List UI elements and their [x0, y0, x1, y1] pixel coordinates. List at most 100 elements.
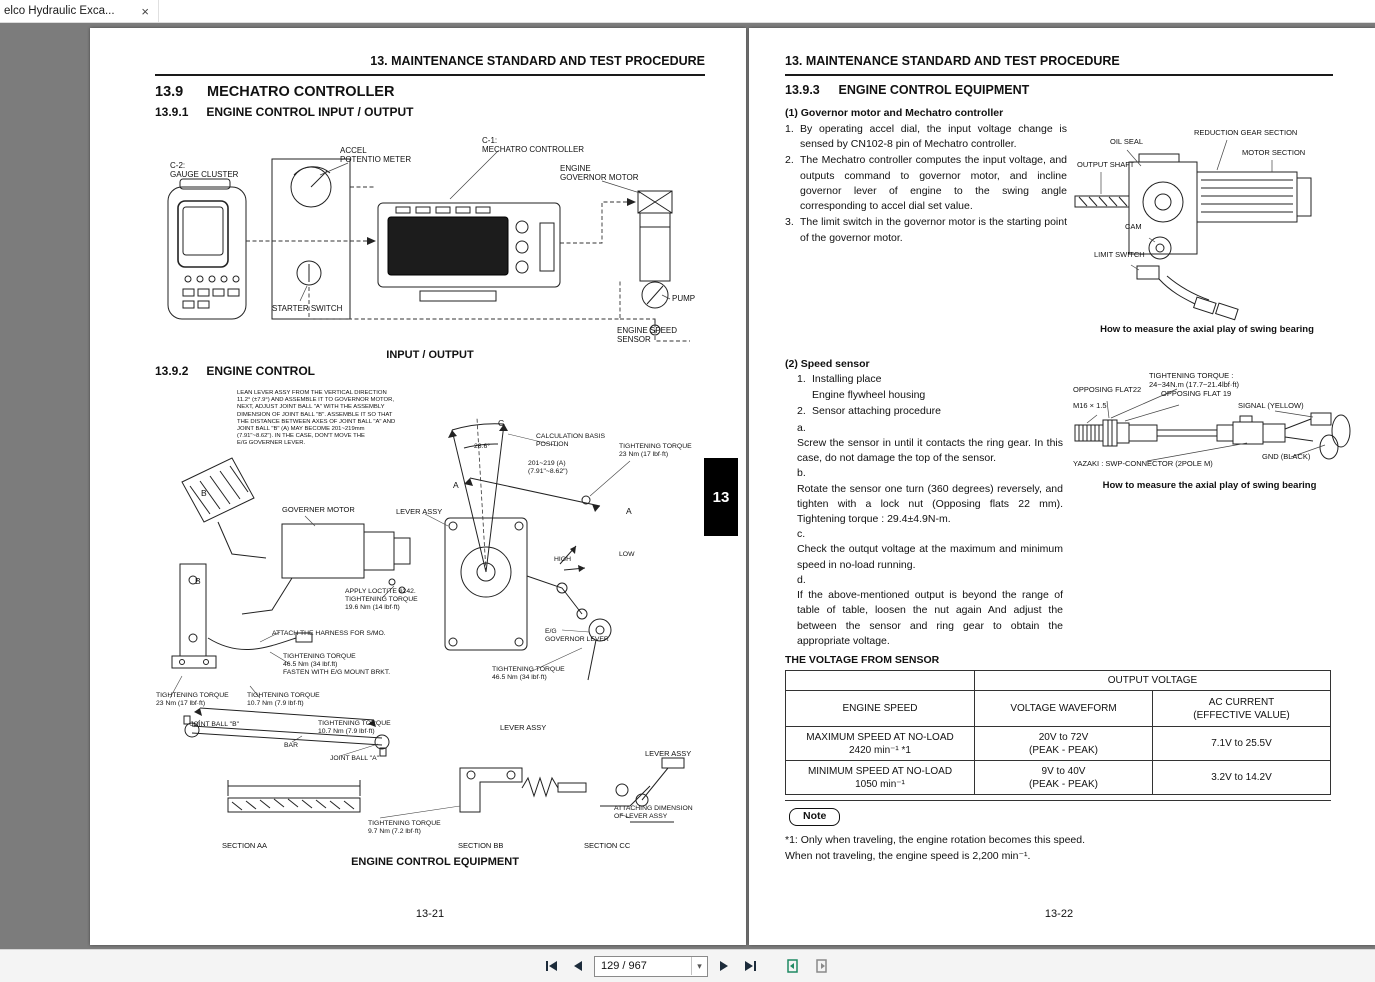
step-letter: d.	[797, 573, 806, 586]
view-forward-button[interactable]	[811, 956, 833, 976]
note-badge-wrap: Note	[789, 806, 841, 826]
label-motor-section: MOTOR SECTION	[1242, 148, 1306, 157]
label-assembly-note: LEAN LEVER ASSY FROM THE VERTICAL DIRECT…	[237, 390, 396, 447]
page-header: 13. MAINTENANCE STANDARD AND TEST PROCED…	[370, 54, 705, 68]
section-number: 13.9.3	[785, 83, 820, 97]
prev-page-button[interactable]	[569, 958, 587, 974]
engine-control-diagram	[169, 417, 685, 823]
note-rule	[785, 800, 1331, 801]
step-text: Check the outqut voltage at the maximum …	[797, 543, 1063, 571]
subsection-2-list: 1. Installing place Engine flywheel hous…	[797, 372, 1063, 649]
label-torque-23-left: TIGHTENING TORQUE 23 Nm (17 lbf·ft)	[156, 692, 229, 708]
table-header-voltage-waveform: VOLTAGE WAVEFORM	[974, 690, 1153, 727]
label-high: HIGH	[554, 556, 571, 563]
prev-page-icon	[574, 961, 582, 971]
first-page-icon	[546, 961, 557, 971]
label-yazaki-connector: YAZAKI : SWP-CONNECTOR (2POLE M)	[1073, 459, 1213, 468]
label-output-shaft: OUTPUT SHAFT	[1077, 160, 1135, 169]
list-item: 2. Sensor attaching procedure	[797, 404, 1063, 419]
first-page-button[interactable]	[542, 958, 562, 974]
tab-title: elco Hydraulic Exca...	[4, 5, 115, 17]
section-title: ENGINE CONTROL	[206, 364, 316, 378]
label-section-aa: SECTION AA	[222, 841, 268, 850]
label-sensor-torque: TIGHTENING TORQUE : 24~34N.m (17.7~21.4l…	[1149, 371, 1240, 389]
label-gauge-cluster: C-2: GAUGE CLUSTER	[170, 161, 239, 180]
label-attaching-dimension: ATTACHING DIMENSION OF LEVER ASSY	[614, 805, 693, 821]
label-calculation-basis: CALCULATION BASIS POSITION	[536, 433, 605, 449]
label-limit-switch: LIMIT SWITCH	[1094, 250, 1145, 259]
label-starter-switch: STARTER SWITCH	[272, 304, 343, 313]
label-engine-speed-sensor: ENGINE SPEED SENSOR	[617, 326, 678, 345]
section-heading-13-9-3: 13.9.3 ENGINE CONTROL EQUIPMENT	[785, 83, 1029, 97]
table-header-ac-current: AC CURRENT (EFFECTIVE VALUE)	[1152, 690, 1331, 727]
item-number: 1.	[797, 373, 806, 385]
label-bar: BAR	[284, 742, 298, 749]
speed-sensor-diagram	[1074, 388, 1351, 462]
item-number: 3.	[785, 216, 794, 229]
label-engine-governor-motor: ENGINE GOVERNOR MOTOR	[560, 164, 639, 183]
view-back-button[interactable]	[782, 956, 804, 976]
browser-tab-bar: elco Hydraulic Exca... ×	[0, 0, 1375, 23]
label-joint-ball-a: JOINT BALL "A"	[330, 755, 380, 762]
next-page-button[interactable]	[715, 958, 733, 974]
label-mechatro-controller: C-1: MECHATRO CONTROLLER	[482, 136, 585, 155]
label-opposing-flat19: OPPOSING FLAT 19	[1161, 389, 1232, 398]
voltage-table: OUTPUT VOLTAGE ENGINE SPEED VOLTAGE WAVE…	[785, 670, 1331, 795]
label-m16: M16 × 1.5	[1073, 401, 1107, 410]
step-letter: c.	[797, 528, 806, 541]
label-torque-465-left: TIGHTENING TORQUE 46.5 Nm (34 lbf.ft) FA…	[283, 653, 391, 677]
view-back-icon	[787, 959, 798, 973]
label-low: LOW	[619, 551, 635, 558]
item-text: The Mechatro controller computes the inp…	[800, 154, 1067, 213]
header-rule	[785, 74, 1333, 76]
label-reduction-gear: REDUCTION GEAR SECTION	[1194, 128, 1298, 137]
section-title: ENGINE CONTROL INPUT / OUTPUT	[206, 105, 414, 119]
item-number	[797, 388, 812, 403]
governor-motor-diagram	[1074, 139, 1312, 321]
label-pump: PUMP	[672, 294, 696, 303]
section-heading-13-9-1: 13.9.1 ENGINE CONTROL INPUT / OUTPUT	[155, 105, 413, 119]
table-cell-empty	[785, 670, 975, 691]
header-rule	[155, 74, 705, 76]
list-item: 1. Installing place	[797, 372, 1063, 387]
item-number: 2.	[797, 405, 806, 418]
marker-a2: A	[626, 506, 632, 516]
item-text: Engine flywheel housing	[812, 389, 926, 402]
page-number-right: 13-22	[1044, 908, 1074, 920]
step-text: Rotate the sensor one turn (360 degrees)…	[797, 482, 1063, 525]
governor-diagram-caption: How to measure the axial play of swing b…	[1100, 324, 1314, 335]
step-text: Screw the sensor in until it contacts th…	[797, 436, 1063, 465]
marker-b2: B	[195, 576, 201, 586]
label-angle: 28.6°	[474, 443, 490, 450]
table-header-engine-speed: ENGINE SPEED	[785, 690, 975, 727]
section-number: 13.9	[155, 84, 184, 100]
page-dropdown-caret[interactable]: ▾	[691, 957, 707, 975]
table-cell-max-waveform: 20V to 72V (PEAK - PEAK)	[974, 726, 1153, 761]
last-page-icon	[745, 961, 756, 971]
browser-tab[interactable]: elco Hydraulic Exca... ×	[0, 0, 159, 22]
marker-c: C	[498, 418, 505, 428]
label-section-cc: SECTION CC	[584, 841, 631, 850]
label-lever-assy-right: LEVER ASSY	[645, 749, 692, 758]
tab-close-icon[interactable]: ×	[141, 3, 149, 19]
procedure-step: c. Check the outqut voltage at the maxim…	[797, 527, 1063, 573]
input-output-diagram	[167, 150, 690, 342]
footnote-1: *1: Only when traveling, the engine rota…	[785, 834, 1086, 846]
label-lever-assy-mid: LEVER ASSY	[500, 723, 547, 732]
label-governor-motor: GOVERNER MOTOR	[282, 505, 355, 514]
page-number-input[interactable]: 129 / 967 ▾	[594, 955, 708, 977]
last-page-button[interactable]	[740, 958, 760, 974]
label-loctite-torque: APPLY LOCTITE #242. TIGHTENING TORQUE 19…	[345, 588, 418, 612]
label-eg-governor-lever: E/G GOVERNOR LEVER	[545, 628, 609, 644]
label-attach-harness: ATTACH THE HARNESS FOR S/MO.	[272, 630, 386, 637]
procedure-step: a. Screw the sensor in until it contacts…	[797, 421, 1063, 467]
step-letter: b.	[797, 467, 806, 480]
item-text: Installing place	[812, 373, 882, 385]
section-heading-13-9-2: 13.9.2 ENGINE CONTROL	[155, 364, 315, 378]
list-item: 3. The limit switch in the governor moto…	[785, 215, 1067, 245]
subsection-1-list: 1. By operating accel dial, the input vo…	[785, 122, 1067, 247]
section-title: MECHATRO CONTROLLER	[207, 84, 395, 100]
marker-b1: B	[201, 488, 207, 498]
section-number: 13.9.1	[155, 105, 189, 119]
label-dimension-a: 201~219 (A) (7.91"~8.62")	[528, 460, 568, 476]
